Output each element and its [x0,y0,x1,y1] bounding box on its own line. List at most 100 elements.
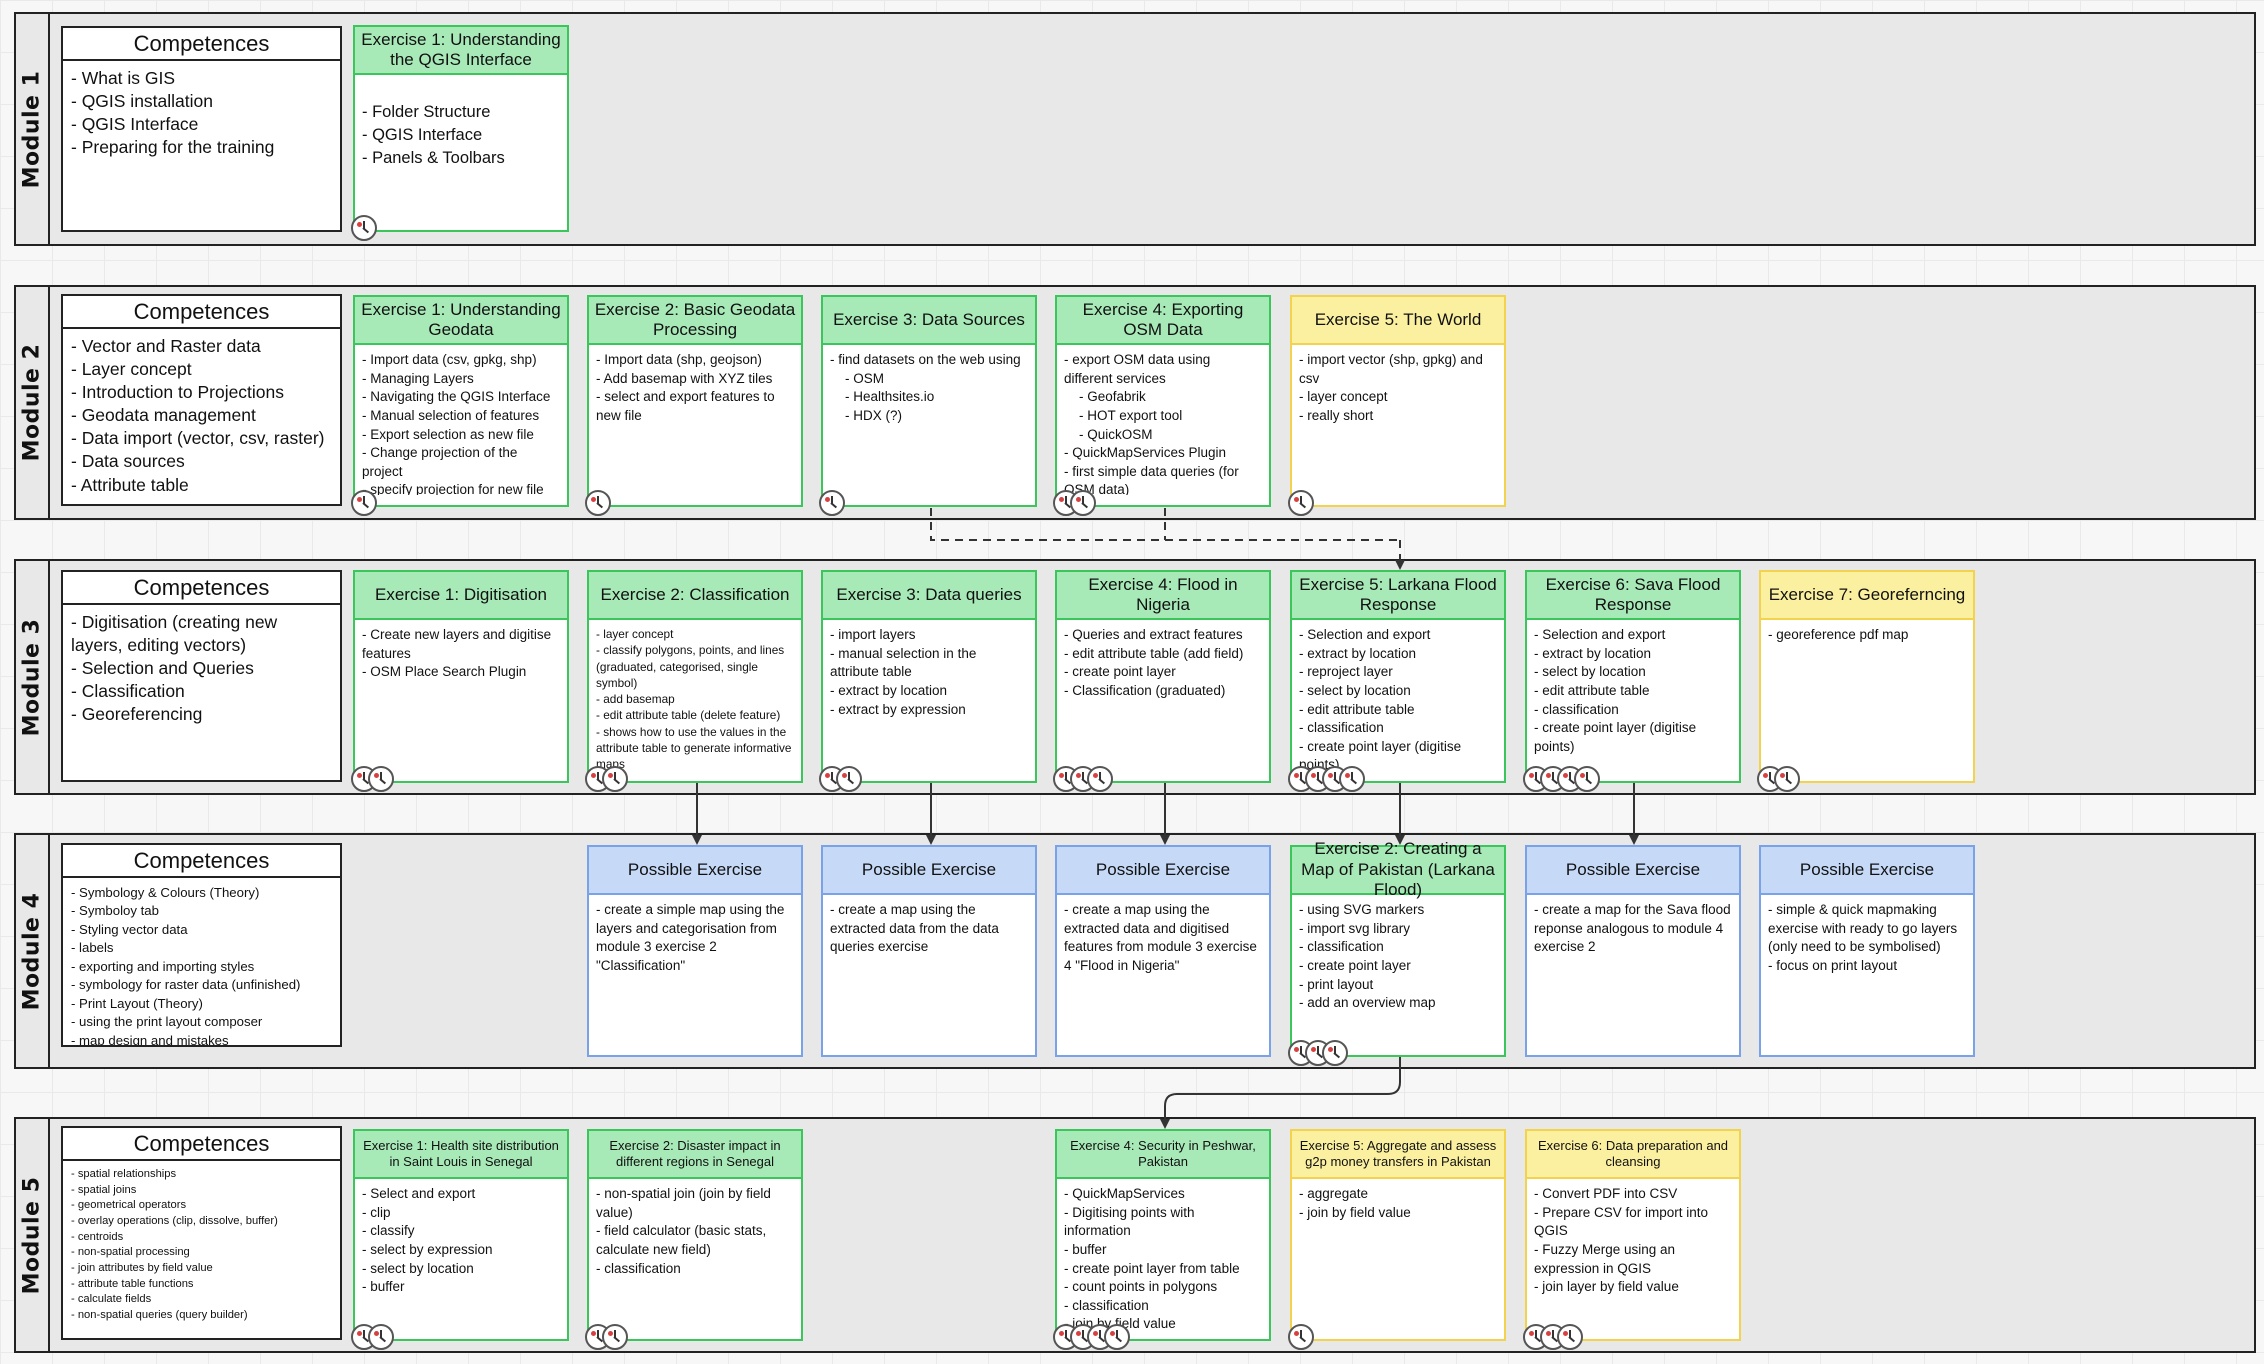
competence-item: - Preparing for the training [71,137,275,158]
exercise-topics: - using SVG markers- import svg library-… [1292,895,1504,1045]
clock-marker [1345,773,1350,778]
exercise-card[interactable]: Exercise 3: Data queries- import layers-… [819,570,1037,792]
clock-icon [602,1324,628,1350]
exercise-card[interactable]: Exercise 2: Basic Geodata Processing- Im… [585,295,803,516]
clock-marker [1546,773,1551,778]
competences-box[interactable]: Competences - Digitisation (creating new … [61,570,342,782]
exercise-topic: - create point layer [1299,957,1411,973]
exercise-title: Exercise 4: Exporting OSM Data [1057,297,1269,345]
exercise-topics: - import vector (shp, gpkg) and csv- lay… [1292,345,1504,495]
competences-list: - Vector and Raster data - Layer concept -… [63,329,340,503]
clock-marker [1529,1331,1534,1336]
competence-item: - Georeferencing [71,704,203,725]
exercise-topic: - extract by location [1299,645,1417,661]
exercise-topic: - classification [1534,701,1619,717]
exercise-topic: - Selection and export [1534,627,1666,642]
exercise-card[interactable]: Exercise 5: The World- import vector (sh… [1288,295,1506,516]
possible-exercise-card[interactable]: Possible Exercise- simple & quick mapmak… [1759,845,1975,1057]
exercise-topics: - import layers- manual selection in the… [823,620,1035,771]
competences-box[interactable]: Competences- Symbology & Colours (Theory… [61,843,342,1047]
competence-item: - QGIS installation [71,91,213,112]
exercise-topics: - Folder Structure- QGIS Interface- Pane… [355,75,567,220]
exercise-card[interactable]: Exercise 1: Health site distribution in … [351,1129,569,1350]
exercise-topics: - find datasets on the web using - OSM -… [823,345,1035,495]
clock-icon [1574,766,1600,792]
exercise-card[interactable]: Exercise 5: Larkana Flood Response- Sele… [1288,570,1506,792]
competence-item: - Digitisation (creating new layers, edi… [71,612,278,656]
competences-box[interactable]: Competences- spatial relationships- spat… [61,1126,342,1340]
exercise-card[interactable]: Exercise 7: Georeferncing- georeference … [1757,570,1975,792]
competence-item: - geometrical operators [71,1199,187,1212]
exercise-card[interactable]: Exercise 4: Security in Peshwar, Pakista… [1053,1129,1271,1350]
clock-marker [374,773,379,778]
exercise-card[interactable]: Exercise 5: Aggregate and assess g2p mon… [1288,1129,1506,1350]
competence-item: - Layer concept [71,359,192,380]
exercise-title: Possible Exercise [823,847,1035,895]
module-sidebar: Module 4 [16,835,50,1067]
exercise-topics: - Queries and extract features- edit att… [1057,620,1269,771]
competence-item: - Print Layout (Theory) [71,995,203,1011]
module-sidebar: Module 3 [16,561,50,793]
clock-marker [1580,773,1585,778]
exercise-topic: - simple & quick mapmaking exercise with… [1768,902,1961,955]
possible-exercise-card[interactable]: Possible Exercise- create a map using th… [1055,845,1271,1057]
competence-item: - Vector and Raster data [71,336,261,356]
competence-item: - symbology for raster data (unfinished) [71,977,301,993]
exercise-card[interactable]: Exercise 6: Sava Flood Response- Selecti… [1523,570,1741,792]
exercise-topic: - layer concept [1299,389,1388,405]
competences-box[interactable]: Competences- What is GIS- QGIS installat… [61,26,342,232]
clock-icon [1104,1324,1130,1350]
possible-exercise-card[interactable]: Possible Exercise- create a simple map u… [587,845,803,1057]
exercise-title: Exercise 1: Health site distribution in … [355,1131,567,1179]
exercise-topics: - Import data (shp, geojson)- Add basema… [589,345,801,495]
clock-marker [1059,1331,1064,1336]
clock-marker [1328,773,1333,778]
exercise-title: Exercise 4: Security in Peshwar, Pakista… [1057,1131,1269,1179]
clock-marker [1110,1331,1115,1336]
exercise-card[interactable]: Exercise 1: Digitisation- Create new lay… [351,570,569,792]
competences-title: Competences [63,1128,340,1161]
exercise-topics: - export OSM data using different servic… [1057,345,1269,495]
competences-title: Competences [63,572,340,605]
exercise-topic: - extract by location [1534,645,1652,661]
clock-marker [825,497,830,502]
competence-item: - Data sources [71,451,185,472]
exercise-topic: - select and export features to new file [596,389,779,423]
possible-exercise-card[interactable]: Possible Exercise- create a map using th… [821,845,1037,1057]
competence-item: - join attributes by field value [71,1262,213,1275]
exercise-card[interactable]: Exercise 4: Flood in Nigeria- Queries an… [1053,570,1271,792]
exercise-card[interactable]: Exercise 2: Disaster impact in different… [585,1129,803,1350]
possible-exercise-card[interactable]: Possible Exercise- create a map for the … [1525,845,1741,1057]
exercise-topic: - extract by location [830,682,948,698]
exercise-topic: - focus on print layout [1768,957,1898,973]
clock-icon [1774,766,1800,792]
exercise-card[interactable]: Exercise 1: Understanding the QGIS Inter… [351,25,569,241]
competences-box[interactable]: Competences- Vector and Raster data- Lay… [61,294,342,506]
competence-item: - Geodata management [71,405,256,426]
module-label: Module 3 [19,618,45,736]
exercise-card[interactable]: Exercise 2: Creating a Map of Pakistan (… [1288,839,1506,1066]
clock-icon [351,490,377,516]
module-label: Module 1 [19,70,45,188]
exercise-topic: - select by expression [362,1241,493,1257]
exercise-card[interactable]: Exercise 6: Data preparation and cleansi… [1523,1129,1741,1350]
exercise-title: Exercise 5: Aggregate and assess g2p mon… [1292,1131,1504,1179]
clock-icon [368,1324,394,1350]
exercise-topic: - Import data (csv, gpkg, shp) [362,352,537,367]
clock-marker [608,773,613,778]
clock-icon [1322,1040,1348,1066]
exercise-card[interactable]: Exercise 1: Understanding Geodata- Impor… [351,295,569,516]
competences-list: - What is GIS- QGIS installation- QGIS I… [63,61,340,165]
exercise-card[interactable]: Exercise 3: Data Sources- find datasets … [819,295,1037,516]
exercise-topic: - buffer [362,1279,405,1295]
exercise-topic: - create point layer from table [1064,1260,1240,1276]
exercise-card[interactable]: Exercise 4: Exporting OSM Data- export O… [1053,295,1271,516]
exercise-topic: - create point layer (digitise points) [1299,738,1465,771]
exercise-title: Exercise 1: Understanding the QGIS Inter… [355,27,567,75]
exercise-topic: - print layout [1299,976,1374,992]
competence-item: - map design and mistakes [71,1032,229,1047]
exercise-topic: - QGIS Interface [362,125,483,144]
exercise-topics: - create a map for the Sava flood repons… [1527,895,1739,1045]
exercise-card[interactable]: Exercise 2: Classification- layer concep… [585,570,803,792]
